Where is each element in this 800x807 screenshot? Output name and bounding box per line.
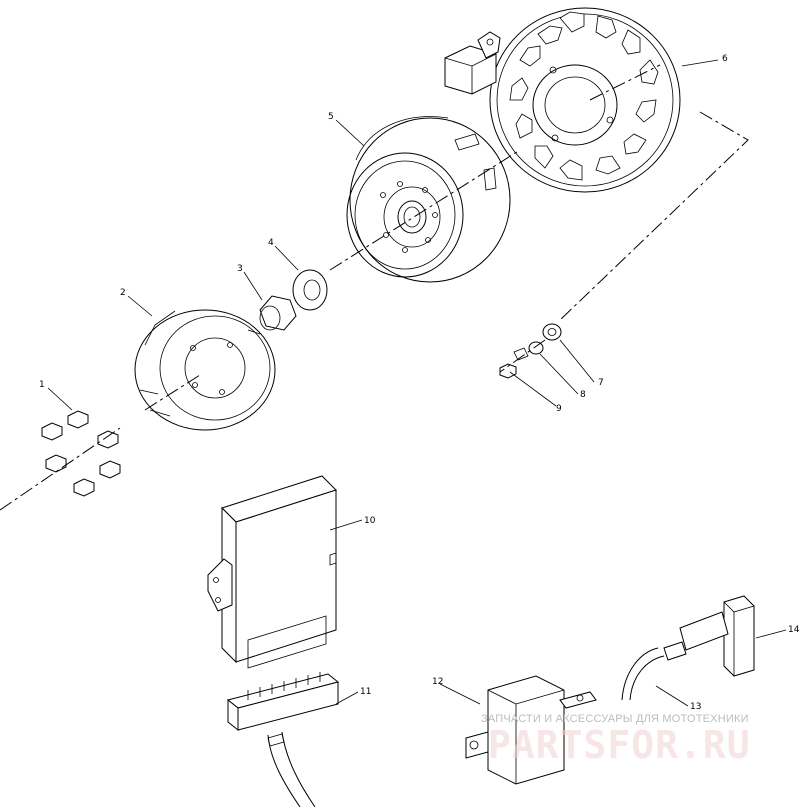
callout-labels: 1 2 3 4 5 6 7 8 9 10 11 12 13 14 [39, 54, 800, 712]
stator-assembly [444, 7, 681, 193]
ignition-coil-12 [465, 675, 597, 785]
watermark-tagline: ЗАПЧАСТИ И АКСЕССУАРЫ ДЛЯ МОТОТЕХНИКИ [481, 713, 749, 725]
assembly-centerlines [0, 64, 749, 511]
callout-13: 13 [690, 702, 701, 712]
spark-plug-cap-14 [663, 595, 755, 677]
washer-4 [292, 269, 328, 311]
callout-3: 3 [237, 264, 243, 274]
lock-washer-8 [528, 341, 544, 355]
watermark: ЗАПЧАСТИ И АКСЕССУАРЫ ДЛЯ МОТОТЕХНИКИ PA… [481, 713, 751, 767]
callout-7: 7 [598, 378, 604, 388]
wire-connector-11 [226, 672, 340, 807]
callout-1: 1 [39, 380, 45, 390]
callout-5: 5 [328, 112, 334, 122]
washer-7 [542, 323, 562, 341]
callout-14: 14 [788, 625, 800, 635]
callout-2: 2 [120, 288, 126, 298]
callout-12: 12 [432, 677, 443, 687]
cdi-module-10 [207, 475, 337, 669]
watermark-brand: PARTSFOR.RU [488, 723, 751, 767]
spark-plug-wire-13 [621, 647, 665, 701]
nut-3 [259, 295, 297, 331]
leader-lines [47, 59, 787, 707]
callout-4: 4 [268, 238, 274, 248]
bolt-set-1 [41, 410, 121, 497]
callout-10: 10 [364, 516, 376, 526]
callout-8: 8 [580, 390, 586, 400]
screw-9 [499, 347, 529, 379]
starter-cup-2 [134, 309, 276, 431]
callout-9: 9 [556, 404, 562, 414]
callout-6: 6 [722, 54, 728, 64]
callout-11: 11 [360, 687, 371, 697]
flywheel [346, 116, 511, 283]
